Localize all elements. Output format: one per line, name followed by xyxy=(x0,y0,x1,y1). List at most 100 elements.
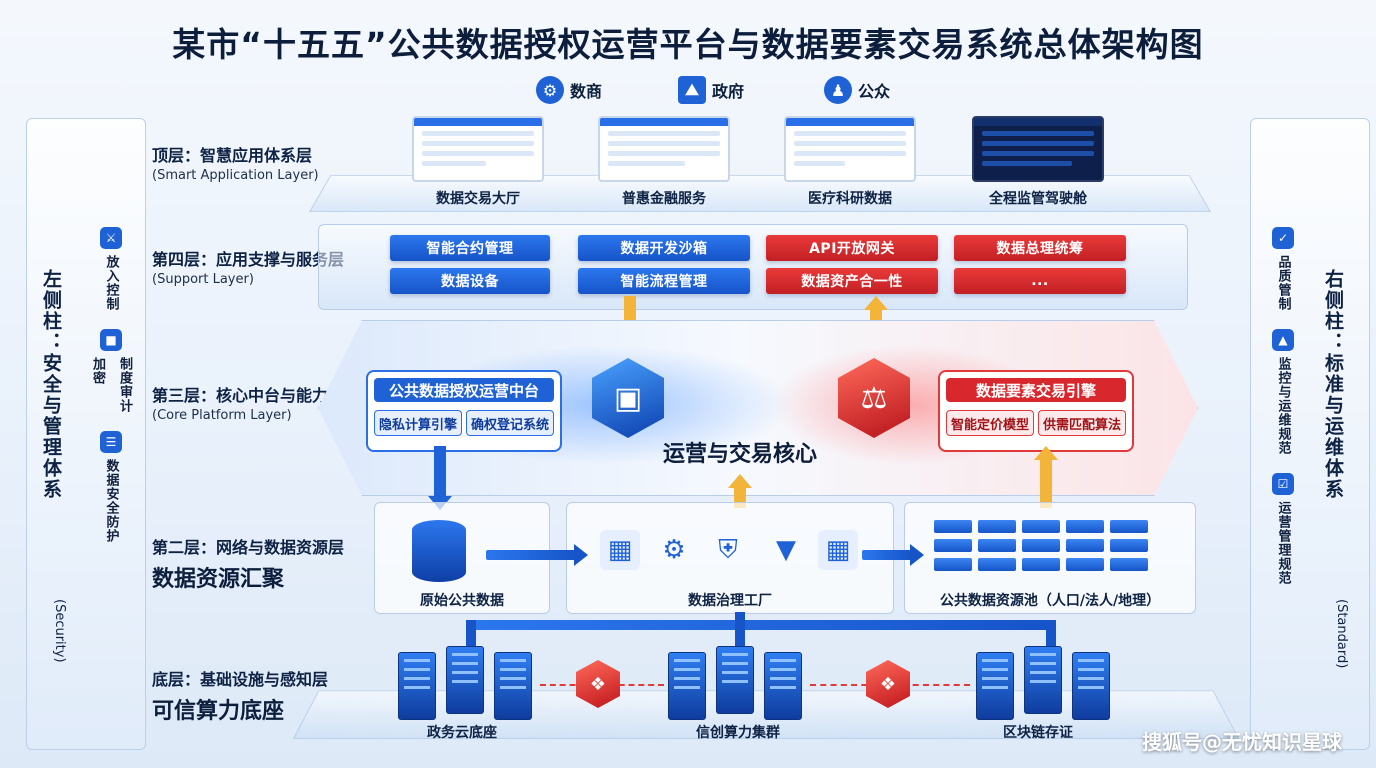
app-label: 数据交易大厅 xyxy=(398,188,558,208)
layer-3-label: 第三层：核心中台与能力层 (Core Platform Layer) xyxy=(152,382,344,423)
left-pillar-item-label: 加密 xyxy=(88,357,107,413)
left-pillar-item: ⚔ 放入控制 xyxy=(83,227,139,311)
arrow-right-icon xyxy=(574,544,588,566)
module-sub: 确权登记系统 xyxy=(466,410,554,436)
person-icon: ♟ xyxy=(824,76,852,104)
module-sub: 供需匹配算法 xyxy=(1038,410,1126,436)
server-icon xyxy=(398,652,436,720)
service-box: 智能流程管理 xyxy=(578,268,750,294)
database-icon xyxy=(412,520,466,582)
clean-grid-icon: ▦ xyxy=(818,530,858,570)
server-icon xyxy=(668,652,706,720)
lock-icon: ■ xyxy=(100,329,122,351)
left-pillar: 左侧柱：安全与管理体系 (Security) ⚔ 放入控制 ■ 加密 制度审计 … xyxy=(26,118,146,750)
down-arrow-blue xyxy=(430,446,450,510)
layer-name: 第三层：核心中台与能力层 xyxy=(152,386,344,405)
layer-name: 顶层：智慧应用体系层 xyxy=(152,146,312,165)
checklist-icon: ☑ xyxy=(1272,473,1294,495)
arrow-right-icon xyxy=(910,544,924,566)
raw-data-label: 原始公共数据 xyxy=(374,590,550,610)
base-node-label: 区块链存证 xyxy=(948,722,1128,742)
server-icon xyxy=(1024,646,1062,714)
right-pillar: 右侧柱：标准与运维体系 (Standard) ✓ 品质管制 ▲ 监控与运维规范 … xyxy=(1250,118,1370,750)
gear-icon: ⚙ xyxy=(536,76,564,104)
left-pillar-item-label: 数据安全防护 xyxy=(102,459,121,543)
app-label: 普惠金融服务 xyxy=(584,188,744,208)
base-node-label: 信创算力集群 xyxy=(648,722,828,742)
right-pillar-item: ▲ 监控与运维规范 xyxy=(1255,329,1311,455)
right-pillar-item-label: 运营管理规范 xyxy=(1274,501,1293,585)
service-box: 数据总理统筹 xyxy=(954,235,1126,261)
left-pillar-title: 左侧柱：安全与管理体系 xyxy=(35,269,65,500)
up-arrow-gold xyxy=(1036,446,1056,508)
module-sub: 隐私计算引擎 xyxy=(374,410,462,436)
layer-2-label: 第二层：网络与数据资源层 数据资源汇聚 xyxy=(152,534,344,593)
app-screenshot xyxy=(412,116,544,182)
module-title: 数据要素交易引擎 xyxy=(946,378,1126,402)
app-screenshot xyxy=(784,116,916,182)
gears-icon: ⚙ xyxy=(654,530,694,570)
service-box: 数据设备 xyxy=(390,268,550,294)
quality-shield-icon: ✓ xyxy=(1272,227,1294,249)
left-pillar-item-label: 制度审计 xyxy=(115,357,134,413)
actor-public: ♟ 公众 xyxy=(824,76,890,104)
actor-label: 公众 xyxy=(858,78,890,102)
actor-bar: ⚙ 数商 ⛰ 政府 ♟ 公众 xyxy=(530,76,930,110)
layer-4-label: 第四层：应用支撑与服务层 (Support Layer) xyxy=(152,246,344,287)
core-title: 运营与交易核心 xyxy=(600,436,880,468)
app-label: 医疗科研数据 xyxy=(770,188,930,208)
right-pillar-item-label: 品质管制 xyxy=(1274,255,1293,311)
layer-top-label: 顶层：智慧应用体系层 (Smart Application Layer) xyxy=(152,142,319,183)
service-box: 数据资产合一性 xyxy=(766,268,938,294)
actor-government: ⛰ 政府 xyxy=(678,76,744,104)
left-pillar-item: ■ 加密 制度审计 xyxy=(83,329,139,413)
trading-engine-module: 数据要素交易引擎 智能定价模型 供需匹配算法 xyxy=(938,370,1134,452)
actor-traders: ⚙ 数商 xyxy=(536,76,602,104)
right-pillar-item: ☑ 运营管理规范 xyxy=(1255,473,1311,585)
layer-name: 第二层：网络与数据资源层 xyxy=(152,538,344,557)
left-pillar-item: ☰ 数据安全防护 xyxy=(83,431,139,543)
governance-label: 数据治理工厂 xyxy=(566,590,894,610)
flow-line xyxy=(862,550,912,560)
service-box: ... xyxy=(954,268,1126,294)
base-node-label: 政务云底座 xyxy=(372,722,552,742)
app-screenshot xyxy=(598,116,730,182)
service-box: 智能合约管理 xyxy=(390,235,550,261)
server-icon xyxy=(446,646,484,714)
actor-label: 数商 xyxy=(570,78,602,102)
factory-icon: ⛨ xyxy=(708,530,748,570)
layer-big-name: 数据资源汇聚 xyxy=(152,561,344,593)
shield-icon: ⚔ xyxy=(100,227,122,249)
layer-en-name: (Support Layer) xyxy=(152,272,344,287)
right-pillar-item: ✓ 品质管制 xyxy=(1255,227,1311,311)
authorized-operation-module: 公共数据授权运营中台 隐私计算引擎 确权登记系统 xyxy=(366,370,562,452)
left-pillar-subtitle: (Security) xyxy=(37,599,67,663)
funnel-icon: ▼ xyxy=(766,530,806,570)
app-label: 全程监管驾驶舱 xyxy=(958,188,1118,208)
filter-grid-icon: ▦ xyxy=(600,530,640,570)
server-icon xyxy=(494,652,532,720)
layer-name: 第四层：应用支撑与服务层 xyxy=(152,250,344,269)
monitor-chart-icon: ▲ xyxy=(1272,329,1294,351)
layer-en-name: (Smart Application Layer) xyxy=(152,168,319,183)
right-pillar-title: 右侧柱：标准与运维体系 xyxy=(1317,269,1347,500)
right-pillar-subtitle: (Standard) xyxy=(1319,599,1349,668)
layer-name: 底层：基础设施与感知层 xyxy=(152,670,328,689)
source-credit: 搜狐号@无忧知识星球 xyxy=(1142,726,1342,755)
actor-label: 政府 xyxy=(712,78,744,102)
left-pillar-item-label: 放入控制 xyxy=(102,255,121,311)
resource-pool-label: 公共数据资源池（人口/法人/地理） xyxy=(904,590,1196,610)
module-sub: 智能定价模型 xyxy=(946,410,1034,436)
government-building-icon: ⛰ xyxy=(678,76,706,104)
layer-en-name: (Core Platform Layer) xyxy=(152,408,344,423)
server-icon xyxy=(976,652,1014,720)
server-icon xyxy=(716,646,754,714)
server-icon xyxy=(1072,652,1110,720)
service-box: 数据开发沙箱 xyxy=(578,235,750,261)
data-protection-icon: ☰ xyxy=(100,431,122,453)
service-box: API开放网关 xyxy=(766,235,938,261)
resource-pool-grid xyxy=(934,520,1148,571)
flow-line xyxy=(486,550,576,560)
app-screenshot xyxy=(972,116,1104,182)
page-title: 某市“十五五”公共数据授权运营平台与数据要素交易系统总体架构图 xyxy=(0,18,1376,66)
